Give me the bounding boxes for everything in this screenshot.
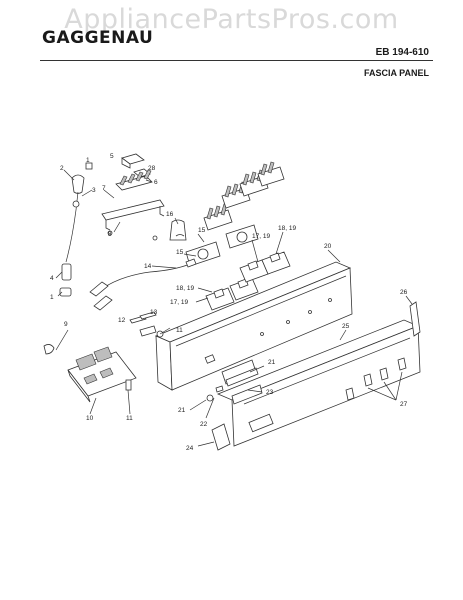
part-cable-assembly bbox=[59, 162, 93, 297]
part-fascia-tray bbox=[154, 261, 353, 391]
callout-18-19-top: 18, 19 bbox=[278, 225, 296, 232]
callout-13: 13 bbox=[150, 309, 158, 316]
callout-14: 14 bbox=[144, 263, 152, 270]
part-potentiometers bbox=[185, 224, 259, 267]
callout-21-top: 21 bbox=[268, 359, 276, 366]
callout-23: 23 bbox=[266, 389, 274, 396]
part-switch-modules bbox=[205, 251, 291, 311]
part-small-contacts bbox=[129, 311, 164, 338]
callout-26: 26 bbox=[400, 289, 408, 296]
header-rule bbox=[40, 60, 433, 61]
callout-8: 8 bbox=[108, 231, 112, 238]
leader-lines bbox=[55, 169, 413, 447]
part-ribbon-cable bbox=[89, 258, 197, 311]
callout-21-bottom: 21 bbox=[178, 407, 186, 414]
callout-17-19-top: 17, 19 bbox=[252, 233, 270, 240]
part-display bbox=[206, 359, 263, 405]
callout-7: 7 bbox=[102, 185, 106, 192]
part-end-cap-left bbox=[211, 423, 231, 451]
callout-10: 10 bbox=[86, 415, 94, 422]
callout-24: 24 bbox=[186, 445, 194, 452]
part-circuit-board bbox=[43, 344, 137, 403]
callout-25: 25 bbox=[342, 323, 350, 330]
brand-logo: GAGGENAU bbox=[42, 28, 154, 48]
callout-16: 16 bbox=[166, 211, 174, 218]
callout-3: 3 bbox=[92, 187, 96, 194]
callout-4: 4 bbox=[50, 275, 54, 282]
callout-5: 5 bbox=[110, 153, 114, 160]
watermark: AppliancePartsPros.com bbox=[64, 4, 399, 35]
callout-1-bottom: 1 bbox=[50, 294, 54, 301]
part-buttons bbox=[345, 357, 407, 401]
part-switch-blocks-top bbox=[203, 161, 285, 231]
callout-11-bottom: 11 bbox=[126, 415, 133, 422]
part-clips bbox=[121, 153, 151, 178]
callout-22: 22 bbox=[200, 421, 208, 428]
callout-9: 9 bbox=[64, 321, 68, 328]
callout-15-top: 15 bbox=[198, 227, 206, 234]
callout-18-19-bottom: 18, 19 bbox=[176, 285, 194, 292]
callout-labels: 1 2 3 4 1 5 28 6 7 8 16 15 15 14 17, 19 … bbox=[50, 153, 408, 452]
callout-1-top: 1 bbox=[86, 157, 90, 164]
callout-11-top: 11 bbox=[176, 327, 183, 334]
part-front-panel bbox=[216, 319, 421, 447]
callout-15-mid: 15 bbox=[176, 249, 184, 256]
part-bracket bbox=[169, 219, 187, 241]
callout-17-19-bottom: 17, 19 bbox=[170, 299, 188, 306]
callout-27: 27 bbox=[400, 401, 408, 408]
part-end-cap-right bbox=[409, 301, 421, 337]
callout-20: 20 bbox=[324, 243, 332, 250]
section-title: FASCIA PANEL bbox=[363, 68, 429, 78]
callout-6: 6 bbox=[154, 179, 158, 186]
callout-28: 28 bbox=[148, 165, 156, 172]
model-number: EB 194-610 bbox=[375, 47, 429, 58]
callout-12: 12 bbox=[118, 317, 126, 324]
callout-2: 2 bbox=[60, 165, 64, 172]
part-terminal-rail bbox=[101, 169, 165, 241]
